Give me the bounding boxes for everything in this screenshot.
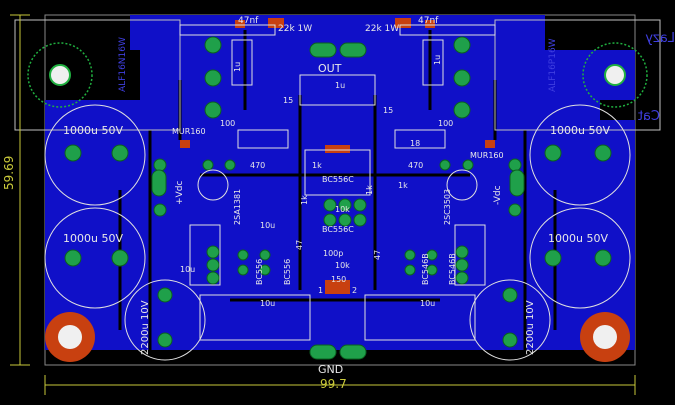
oval-pads [151,42,525,360]
cap-47nf-right: 47nf [418,16,439,26]
heatsink-right-label: ALF16P16W [548,38,558,92]
label-r47-right: 47 [373,250,382,260]
label-c10u-left: 10u [260,299,275,308]
mount-hole-left-center [49,64,71,86]
pads [64,36,612,348]
label-c10u-mid-right: 10u [180,265,195,274]
label-bc556-b: BC556 [283,259,292,285]
label-bc556c-mid: BC556C [322,225,354,234]
mount-hole-right [582,42,648,108]
label-plus-vdc: +Vdc [175,181,185,205]
label-r1k-c: 1k [365,185,374,195]
silk-outlines [179,24,496,341]
label-bc546b-a: BC546B [421,253,430,285]
label-r100-left: 100 [220,119,235,128]
label-minus-vdc: -Vdc [493,185,503,205]
heatsink-left-label: ALF16N16W [118,37,128,92]
label-2sa1381: 2SA1381 [233,189,242,225]
height-dimension: 59.69 [2,156,16,190]
label-d1: 1 [318,286,323,295]
screw-left-hole [58,325,82,349]
mirrored-text-cat: Cat [638,109,660,124]
cap-1000u-mid-right: 1000u 50V [548,232,608,245]
screw-right-hole [593,325,617,349]
label-r1k-d: 1k [398,181,408,190]
label-r10k-b: 10k [335,261,350,270]
cap-2200u-left: 2200u 10V [140,300,151,355]
label-r15-right: 15 [383,106,393,115]
label-r100p: 100p [323,249,343,258]
mirrored-text-lazy: Lazy [645,31,675,46]
label-r1k-b: 1k [300,195,309,205]
label-mur-right: MUR160 [470,151,504,160]
mirrored-text-group: Lazy Cat [638,31,675,124]
width-dimension: 99.7 [320,377,347,391]
label-r15-left: 15 [283,96,293,105]
cap-1000u-top-left: 1000u 50V [63,124,123,137]
dimension-lines [10,14,636,395]
trace-gaps [118,30,557,350]
label-2sc3503: 2SC3503 [443,189,452,225]
mount-hole-right-center [604,64,626,86]
cap-2200u-right: 2200u 10V [525,300,536,355]
label-c1u-right: 1u [433,55,442,65]
label-r470-right: 470 [408,161,423,170]
res-22k-right: 22k 1W [365,24,399,34]
copper-pour-lower [45,120,635,350]
label-c10u-right: 10u [420,299,435,308]
smd-parts [180,18,495,294]
cap-1000u-mid-left: 1000u 50V [63,232,123,245]
label-out: OUT [318,62,342,75]
heatsink-right-outline [494,19,661,131]
label-d2: 2 [352,286,357,295]
label-bc556-a: BC556 [255,259,264,285]
label-r18: 18 [410,139,420,148]
label-c1u-left: 1u [233,62,242,72]
label-r100-right: 100 [438,119,453,128]
res-22k-left: 22k 1W [278,24,312,34]
label-mur-left: MUR160 [172,127,206,136]
label-r47-left: 47 [295,240,304,250]
label-c10u-mid-left: 10u [260,221,275,230]
mount-hole-left [27,42,93,108]
label-bc546b-b: BC546B [448,253,457,285]
cap-1000u-top-right: 1000u 50V [550,124,610,137]
label-r150: 150 [331,275,346,284]
cap-47nf-left: 47nf [238,16,259,26]
heatsink-left-outline [14,19,181,131]
label-bc556c-top: BC556C [322,175,354,184]
label-c1u-mid: 1u [335,81,345,90]
label-r1k-a: 1k [312,161,322,170]
label-r10k-a: 10k [335,205,350,214]
label-gnd: GND [318,363,343,376]
big-capacitor-outlines [44,104,631,361]
label-r470-left: 470 [250,161,265,170]
